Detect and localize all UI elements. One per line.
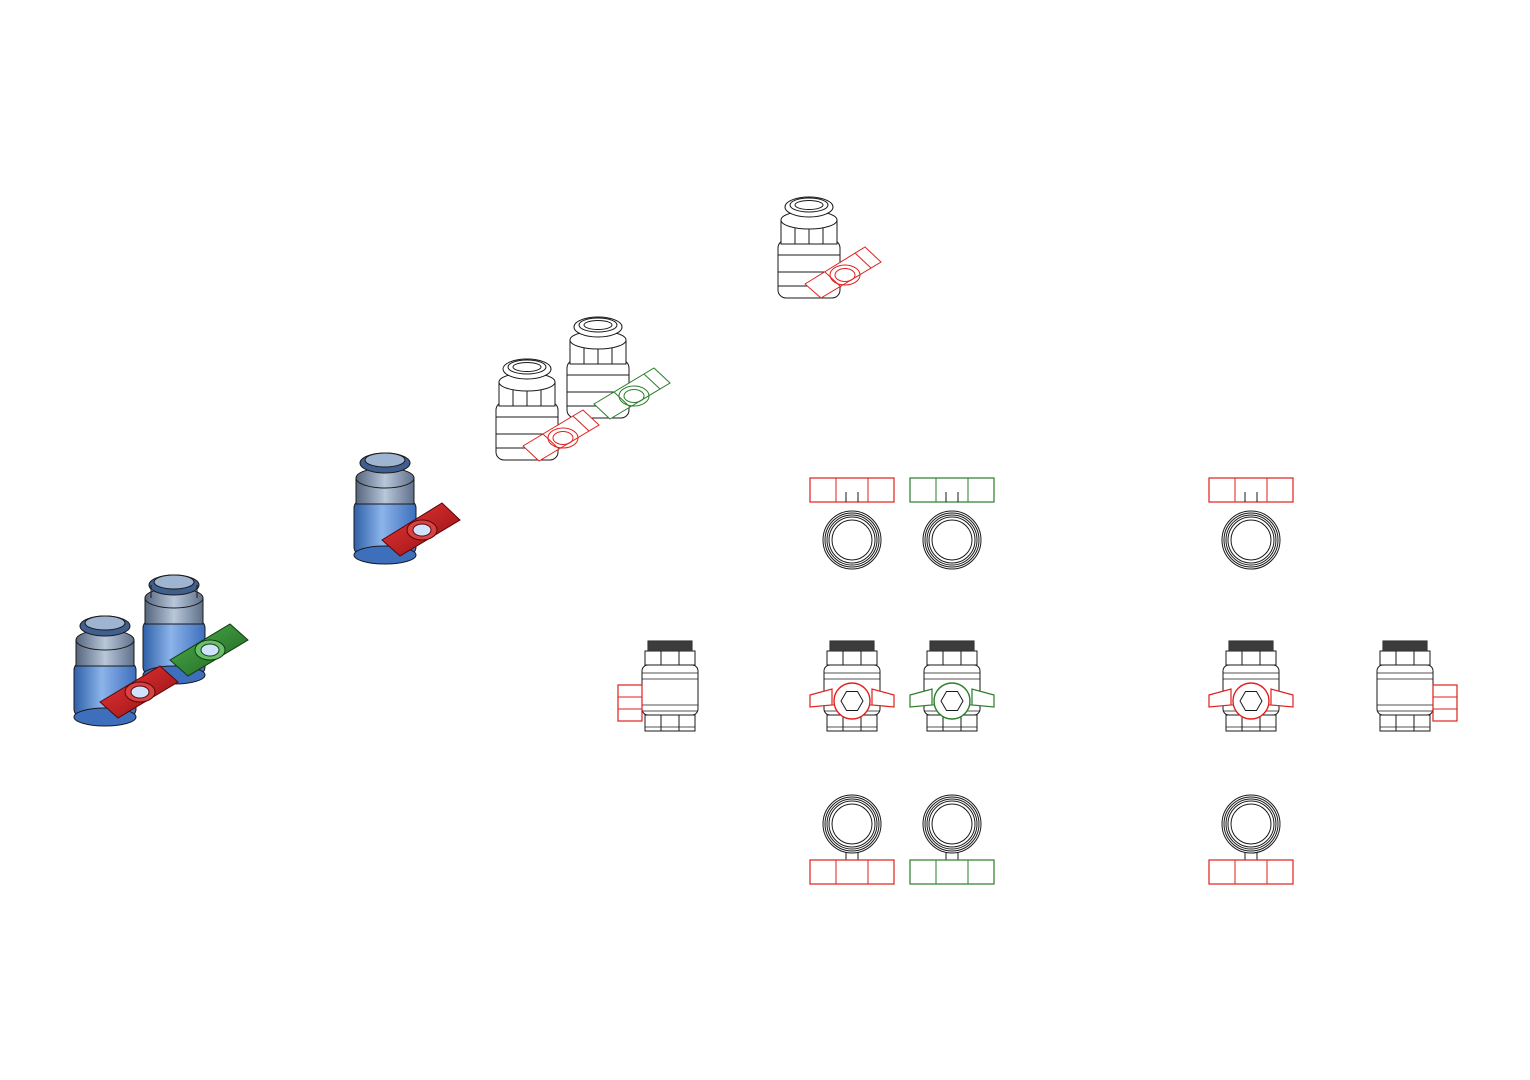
valve-body-shaded-rear bbox=[142, 574, 206, 685]
valve-body-wire-rear bbox=[566, 316, 630, 419]
ortho-side-view-red bbox=[1376, 640, 1458, 732]
ortho-top-view-red bbox=[809, 477, 895, 570]
ortho-bottom-view-red bbox=[809, 794, 895, 885]
ortho-front-view-red bbox=[809, 640, 895, 732]
orthographic-views bbox=[617, 477, 1458, 885]
handle-red-wire-pair bbox=[522, 409, 600, 462]
handle-red-shaded-single bbox=[381, 502, 461, 557]
isometric-wireframe-single bbox=[777, 196, 882, 299]
handle-red-wire-single bbox=[804, 246, 882, 299]
ortho-front-view-green bbox=[909, 640, 995, 732]
ortho-front-view-red bbox=[1208, 640, 1294, 732]
handle-green-shaded bbox=[169, 623, 249, 677]
isometric-wireframe-pair bbox=[495, 316, 671, 462]
valve-body-shaded-front bbox=[73, 615, 137, 727]
valve-body-wire-front bbox=[495, 358, 559, 461]
handle-red-shaded-pair bbox=[99, 665, 179, 719]
isometric-shaded-pair bbox=[73, 574, 249, 727]
ortho-bottom-view-red bbox=[1208, 794, 1294, 885]
isometric-shaded-single bbox=[353, 452, 461, 565]
ortho-side-view-red bbox=[617, 640, 699, 732]
handle-green-wire bbox=[593, 367, 671, 420]
ortho-top-view-red bbox=[1208, 477, 1294, 570]
ortho-bottom-view-green bbox=[909, 794, 995, 885]
ortho-top-view-green bbox=[909, 477, 995, 570]
